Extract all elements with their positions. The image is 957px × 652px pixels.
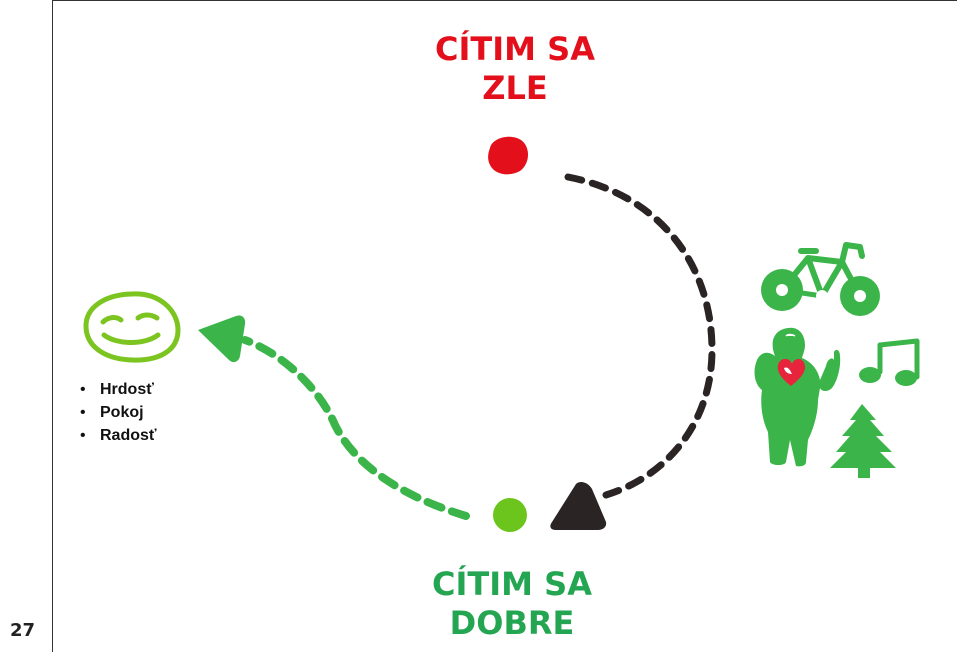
feel-bad-title-line2: ZLE: [482, 69, 548, 108]
dark-dashed-arc: [564, 173, 716, 499]
page-number: 27: [10, 620, 36, 641]
green-dashed-curve: [241, 336, 470, 520]
feel-bad-title: CÍTIM SA ZLE: [395, 30, 635, 108]
smiley-face-icon: [83, 291, 181, 363]
emotion-item: Pokoj: [80, 401, 157, 424]
green-arrowhead: [198, 315, 246, 363]
tree-icon: [830, 404, 896, 478]
feel-good-title-line1: CÍTIM SA: [432, 565, 592, 603]
feel-good-title-line2: DOBRE: [449, 604, 575, 643]
slide-frame: [52, 0, 957, 652]
emotion-item: Hrdosť: [80, 378, 157, 401]
bicycle-icon: [761, 242, 880, 316]
good-state-dot: [493, 498, 527, 532]
music-note-icon: [859, 338, 920, 386]
feel-bad-title-line1: CÍTIM SA: [435, 30, 595, 68]
feel-good-title: CÍTIM SA DOBRE: [392, 565, 632, 643]
emotion-list: Hrdosť Pokoj Radosť: [80, 378, 157, 447]
person-heart-icon: [754, 327, 841, 467]
dark-arrowhead: [550, 481, 607, 530]
bad-state-dot: [488, 136, 529, 175]
emotion-item: Radosť: [80, 424, 157, 447]
